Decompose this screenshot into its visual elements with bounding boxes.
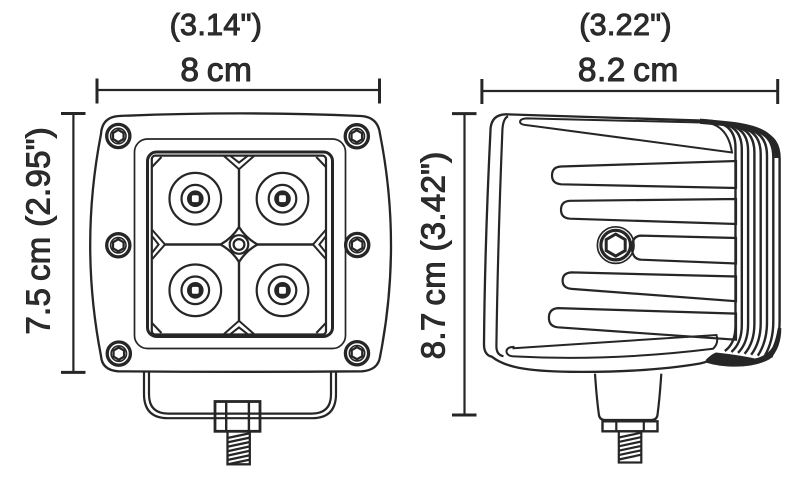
svg-text:(3.22"): (3.22") bbox=[579, 8, 672, 42]
svg-text:8 cm: 8 cm bbox=[180, 52, 252, 89]
svg-text:7.5 cm (2.95"): 7.5 cm (2.95") bbox=[19, 127, 56, 335]
svg-text:(3.14"): (3.14") bbox=[170, 8, 263, 42]
svg-text:8.7 cm (3.42"): 8.7 cm (3.42") bbox=[415, 152, 452, 360]
svg-text:8.2 cm: 8.2 cm bbox=[578, 52, 679, 89]
